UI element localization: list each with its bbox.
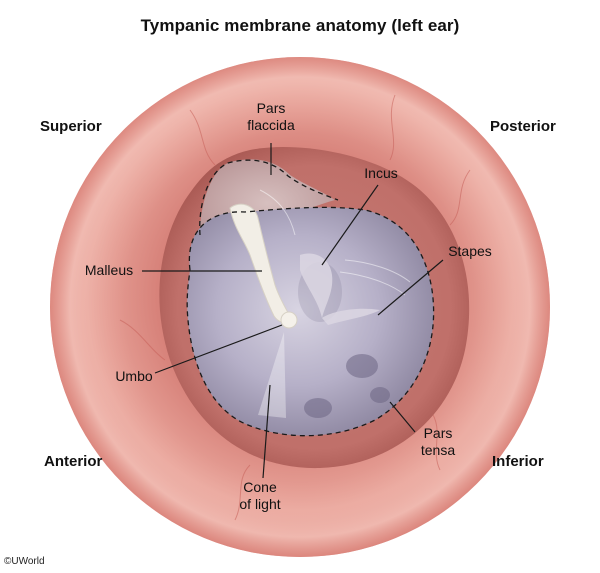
label-incus: Incus	[364, 165, 398, 181]
label-superior: Superior	[40, 118, 102, 135]
copyright-notice: ©UWorld	[4, 556, 45, 567]
cone-of-light	[258, 332, 286, 418]
label-pars-flaccida-line1: Pars	[256, 100, 286, 116]
leader-cone-of-light	[262, 384, 271, 479]
label-cone-of-light-line2: of light	[239, 496, 281, 512]
label-posterior: Posterior	[490, 118, 556, 135]
label-pars-tensa-line2: tensa	[420, 442, 456, 458]
label-stapes: Stapes	[448, 243, 492, 259]
malleus-bone	[229, 203, 298, 329]
pars-flaccida-outline	[199, 159, 339, 236]
label-pars-flaccida-line2: flaccida	[247, 117, 295, 133]
label-anterior: Anterior	[44, 453, 103, 470]
label-pars-tensa-line1: Pars	[423, 425, 453, 441]
leader-incus	[321, 184, 379, 266]
label-pars-tensa: Pars tensa	[408, 425, 468, 459]
leader-umbo	[154, 324, 283, 374]
label-umbo: Umbo	[115, 368, 153, 384]
incus-stapes	[300, 253, 380, 325]
leader-stapes	[377, 259, 444, 316]
canal-vessels	[119, 94, 471, 521]
leader-pars-tensa	[389, 401, 416, 433]
label-cone-of-light-line1: Cone	[243, 479, 277, 495]
pars-tensa-outline	[186, 206, 435, 437]
label-pars-flaccida: Pars flaccida	[236, 100, 306, 134]
leader-lines	[142, 143, 444, 479]
label-malleus: Malleus	[84, 262, 134, 278]
diagram-title: Tympanic membrane anatomy (left ear)	[140, 16, 460, 35]
label-inferior: Inferior	[492, 453, 544, 470]
label-cone-of-light: Cone of light	[220, 479, 300, 513]
membrane-sheen	[259, 189, 411, 296]
